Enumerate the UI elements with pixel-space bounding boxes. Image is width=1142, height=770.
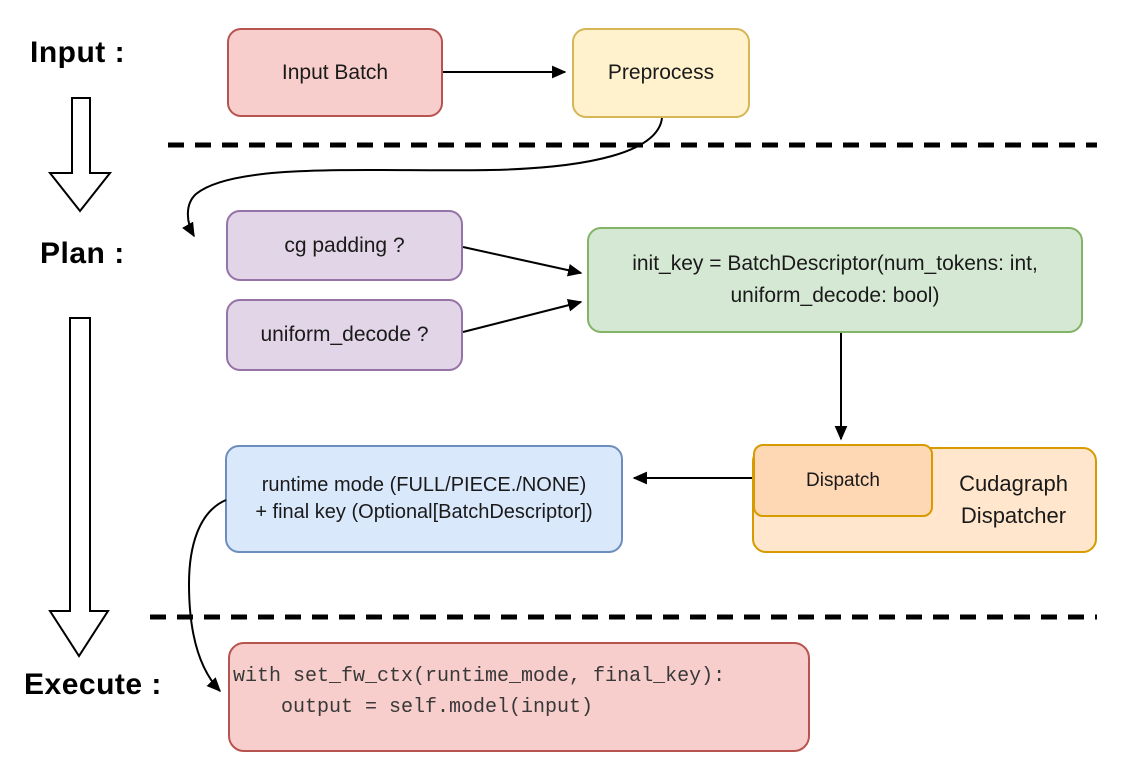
- node-init-key-line1: init_key = BatchDescriptor(num_tokens: i…: [632, 252, 1038, 275]
- execute-code-line1: with set_fw_ctx(runtime_mode, final_key)…: [233, 665, 726, 688]
- node-runtime-mode: runtime mode (FULL/PIECE./NONE) + final …: [225, 445, 623, 553]
- node-cudagraph-dispatcher-line2: Dispatcher: [960, 503, 1067, 528]
- arrow-runtime-mode-to-execute-code: [187, 499, 227, 693]
- node-input-batch-label: Input Batch: [281, 60, 389, 84]
- arrow-uniform-decode-to-init-key: [462, 299, 583, 333]
- node-cg-padding: cg padding ?: [226, 210, 463, 281]
- block-arrow-input-to-plan: [47, 97, 113, 213]
- node-execute-code: with set_fw_ctx(runtime_mode, final_key)…: [228, 642, 810, 752]
- node-dispatch-label: Dispatch: [806, 469, 880, 491]
- node-preprocess-label: Preprocess: [607, 61, 715, 84]
- node-dispatch: Dispatch: [753, 444, 933, 517]
- node-cg-padding-label: cg padding ?: [284, 233, 405, 257]
- node-init-key-line2: uniform_decode: bool): [730, 284, 940, 307]
- node-runtime-mode-line2: + final key (Optional[BatchDescriptor]): [255, 501, 593, 523]
- arrow-cg-padding-to-init-key: [462, 246, 583, 277]
- node-input-batch: Input Batch: [227, 28, 443, 117]
- node-uniform-decode-label: uniform_decode ?: [260, 323, 429, 346]
- node-preprocess: Preprocess: [572, 28, 750, 118]
- node-cudagraph-dispatcher-line1: Cudagraph: [959, 471, 1068, 496]
- execute-code-line2: output = self.model(input): [233, 696, 594, 719]
- stage-label-plan: Plan :: [40, 237, 125, 270]
- node-runtime-mode-line1: runtime mode (FULL/PIECE./NONE): [261, 474, 587, 496]
- node-uniform-decode: uniform_decode ?: [226, 299, 463, 371]
- node-init-key: init_key = BatchDescriptor(num_tokens: i…: [587, 227, 1083, 333]
- stage-label-input: Input :: [30, 36, 126, 69]
- stage-label-execute: Execute :: [24, 668, 162, 701]
- block-arrow-plan-to-execute: [48, 317, 110, 658]
